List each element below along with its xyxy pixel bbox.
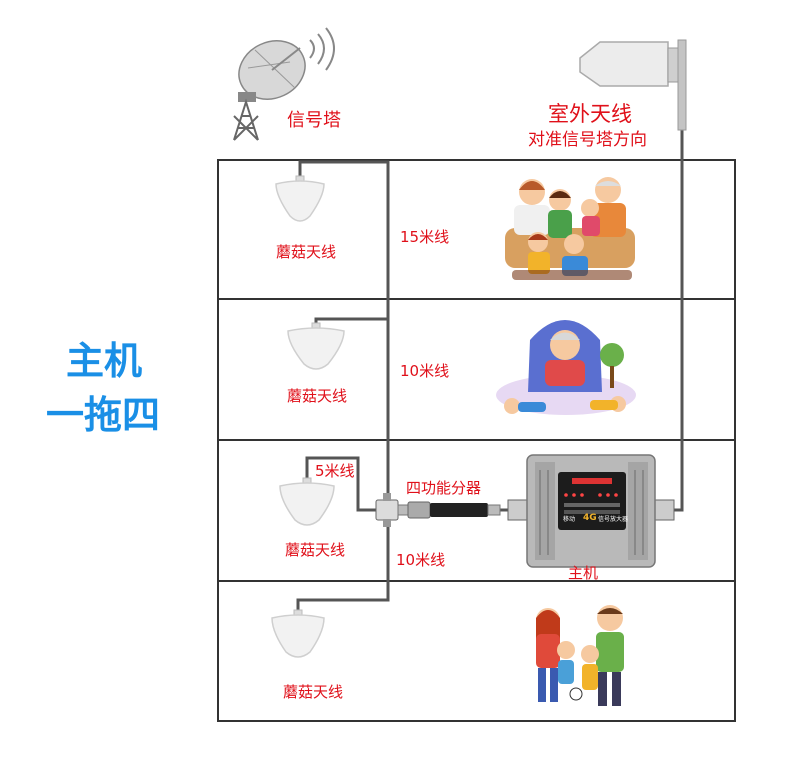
mushroom-antenna-label-2: 蘑菇天线 xyxy=(287,387,348,405)
outdoor-antenna-icon xyxy=(579,39,687,131)
splitter-device xyxy=(375,493,501,527)
mushroom-antenna-icon-2 xyxy=(287,322,345,370)
cable-floor2 xyxy=(314,317,388,325)
family-illustration-1 xyxy=(505,177,635,280)
mushroom-antenna-label-1: 蘑菇天线 xyxy=(276,243,337,261)
mushroom-antenna-label-4: 蘑菇天线 xyxy=(283,683,344,701)
device-brand: 移动 xyxy=(563,516,576,523)
cable-15m-label: 15米线 xyxy=(400,228,450,246)
headline-line2: 一拖四 xyxy=(46,393,161,437)
signal-tower-icon xyxy=(233,27,335,141)
mushroom-antenna-icon-3 xyxy=(279,477,335,526)
signal-tower-label: 信号塔 xyxy=(287,110,341,131)
outdoor-antenna-label: 室外天线 xyxy=(548,102,632,126)
grandma-illustration xyxy=(496,320,636,415)
family-illustration-2 xyxy=(536,605,624,706)
cable-floor3 xyxy=(305,456,376,512)
mushroom-antenna-icon-1 xyxy=(275,175,325,222)
headline-line1: 主机 xyxy=(66,339,143,383)
cable-5m-label: 5米线 xyxy=(315,462,355,480)
device-product: 信号放大器 xyxy=(598,516,629,523)
cable-10m-label-1: 10米线 xyxy=(400,362,450,380)
mushroom-antenna-label-3: 蘑菇天线 xyxy=(285,541,346,559)
cable-10m-label-2: 10米线 xyxy=(396,551,446,569)
mushroom-antenna-icon-4 xyxy=(271,609,325,658)
cable-floor4 xyxy=(296,515,390,612)
host-label: 主机 xyxy=(568,564,599,582)
splitter-label: 四功能分器 xyxy=(406,479,482,497)
device-net: 4G xyxy=(583,513,597,523)
outdoor-antenna-cable xyxy=(668,128,684,512)
cable-floor1 xyxy=(298,160,390,505)
outdoor-antenna-hint: 对准信号塔方向 xyxy=(528,130,647,150)
host-amplifier xyxy=(507,454,675,568)
